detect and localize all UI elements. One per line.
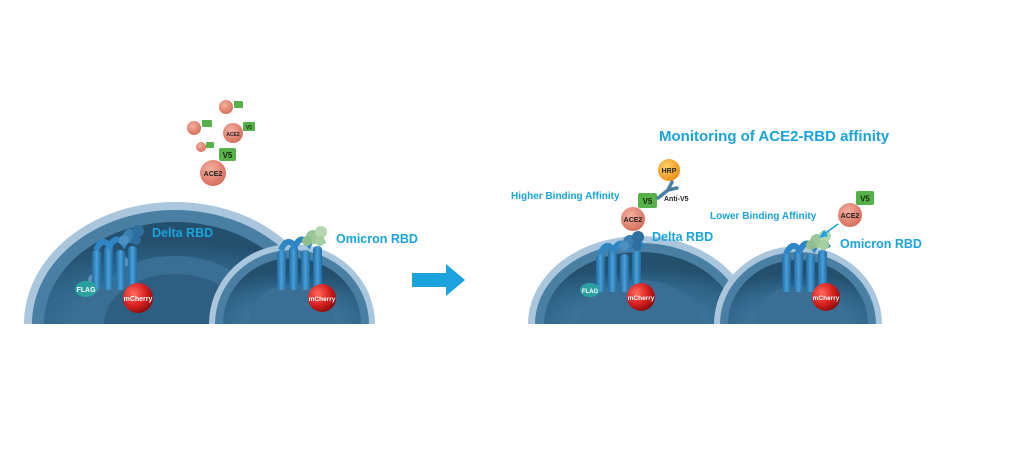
mcherry-protein: mCherry [123,283,153,313]
omicron-rbd-label-right: Omicron RBD [840,237,922,251]
anti-v5-antibody [656,180,679,200]
mcherry-protein: mCherry [812,283,840,311]
cell-omicron-right: mCherry [714,230,882,324]
svg-text:FLAG: FLAG [582,289,599,295]
ace2-bound: ACE2 [621,207,645,231]
page-title: Monitoring of ACE2-RBD affinity [659,128,890,145]
ace2-small-2 [219,100,243,114]
delta-rbd-label-left: Delta RBD [152,226,213,240]
ace2-small-4 [196,142,214,152]
delta-rbd-ace2-complex: ACE2 V5 HRP [619,159,680,251]
ace2-unbound-complex: ACE2 V5 [819,191,874,238]
omicron-rbd-label-left: Omicron RBD [336,232,418,246]
svg-text:ACE2: ACE2 [841,213,860,220]
v5-tag: V5 [638,193,657,208]
svg-text:FLAG: FLAG [76,287,96,294]
ace2-large: ACE2 V5 [200,148,236,186]
svg-text:V5: V5 [860,195,870,204]
svg-text:mCherry: mCherry [628,295,655,302]
delta-rbd-label-right: Delta RBD [652,230,713,244]
delta-rbd-protein [119,225,144,245]
svg-text:V5: V5 [643,197,653,206]
svg-text:V5: V5 [223,151,233,160]
anti-v5-label: Anti-V5 [664,196,689,203]
svg-text:mCherry: mCherry [813,295,840,302]
omicron-rbd-protein [806,230,831,250]
mcherry-protein: mCherry [627,283,655,311]
mcherry-protein: mCherry [308,284,336,312]
svg-text:V5: V5 [246,125,252,131]
svg-text:mCherry: mCherry [309,296,336,303]
ace2-unbound: ACE2 [838,203,862,227]
ace2-v5-cluster: ACE2 V5 ACE2 V5 [187,100,255,186]
flag-tag: FLAG [75,281,97,297]
cell-omicron-left: mCherry [209,226,375,324]
svg-text:mCherry: mCherry [124,296,153,303]
omicron-rbd-protein [302,226,327,246]
higher-binding-label: Higher Binding Affinity [511,191,620,202]
ace2-small-3: ACE2 V5 [223,122,255,143]
svg-text:HRP: HRP [662,168,677,175]
lower-binding-label: Lower Binding Affinity [710,211,817,222]
process-arrow [412,264,465,296]
flag-tag: FLAG [580,283,600,297]
v5-tag: V5 [856,191,874,205]
receptor [92,234,141,290]
svg-text:ACE2: ACE2 [204,171,223,178]
delta-rbd-protein [619,231,644,251]
svg-text:ACE2: ACE2 [226,132,240,138]
ace2-small-1 [187,120,212,135]
cell-delta-right: FLAG mCherry [528,236,752,324]
hrp-enzyme: HRP [658,159,680,181]
svg-text:ACE2: ACE2 [624,217,643,224]
